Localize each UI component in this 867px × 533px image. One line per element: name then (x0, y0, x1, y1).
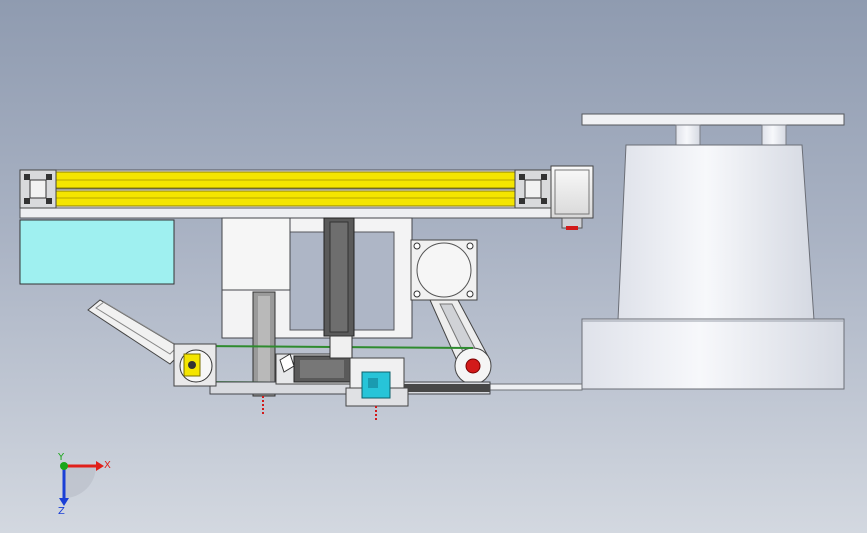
motor-face (416, 242, 472, 298)
slider-foot (329, 335, 353, 359)
y-axis-dot (60, 462, 68, 470)
top-linear-rail[interactable] (19, 169, 552, 219)
z-axis-label: Z (58, 506, 65, 517)
feed-chute[interactable] (87, 299, 185, 365)
axis-triad: X Y Z (57, 452, 111, 517)
rail-base-plate (19, 207, 552, 219)
idler-hub (188, 361, 196, 369)
z-axis-arrowhead (59, 498, 69, 506)
frame-block (221, 217, 291, 291)
rotary-pedestal[interactable] (581, 113, 845, 390)
carriage-frame[interactable] (221, 217, 413, 339)
sensor-lens (368, 378, 378, 388)
pedestal-tapered-column (617, 144, 815, 321)
y-axis-label: Y (57, 452, 65, 463)
motor-bolt-4 (466, 290, 474, 298)
bracket-inner (300, 360, 344, 378)
rail-end-motor[interactable] (550, 165, 594, 230)
x-axis-arrowhead (96, 461, 104, 471)
drive-pulley-hub (465, 358, 481, 374)
motor-bolt-1 (413, 242, 421, 250)
pedestal-post-right (761, 124, 787, 146)
pedestal-post-left (675, 124, 701, 146)
triad-shadow (64, 466, 96, 498)
pedestal-top-plate (581, 113, 845, 126)
lower-guide-dark (395, 384, 490, 392)
motor-bolt-3 (413, 290, 421, 298)
x-axis-label: X (104, 460, 111, 471)
belt-motor-assembly[interactable] (410, 239, 492, 385)
left-tool-column[interactable] (252, 291, 276, 416)
idler-pulley[interactable] (173, 343, 217, 387)
rail-right-endcap (514, 169, 552, 209)
bracket-clip (279, 353, 295, 373)
control-panel-cyan[interactable] (19, 219, 175, 285)
rail-left-endcap (19, 169, 57, 209)
motor-red-indicator (566, 226, 578, 230)
pedestal-base-ring (581, 318, 845, 390)
motor-bolt-2 (466, 242, 474, 250)
pick-head-bracket[interactable] (275, 335, 409, 420)
vertical-slider-inner (329, 221, 349, 333)
